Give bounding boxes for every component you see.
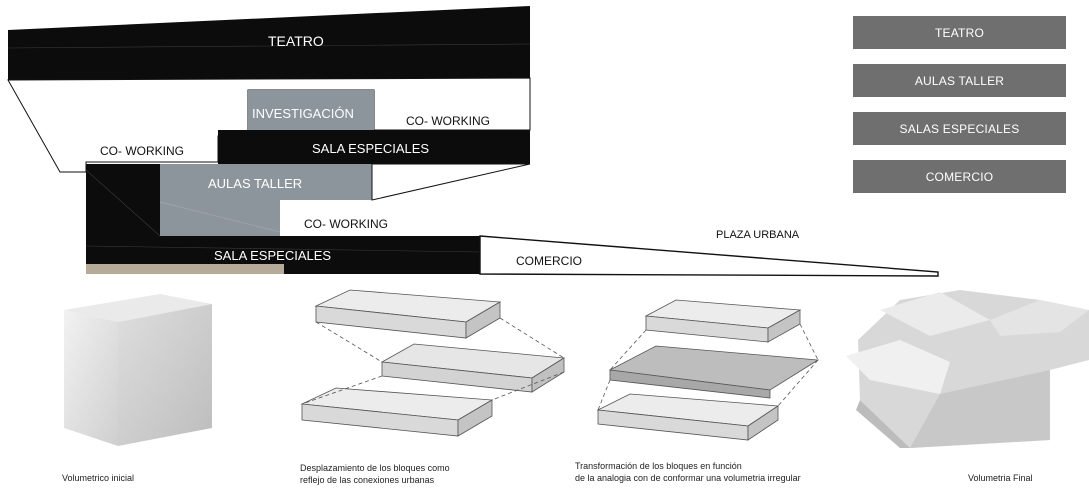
caption-step2-line1: Desplazamiento de los bloques como	[300, 463, 450, 473]
caption-step4: Volumetria Final	[968, 473, 1033, 483]
plaza-urbana-wedge	[479, 235, 939, 277]
label-coworking-right: CO- WORKING	[406, 114, 490, 128]
label-coworking-left: CO- WORKING	[100, 144, 184, 158]
label-coworking-mid: CO- WORKING	[304, 217, 388, 231]
volumetry-final	[846, 290, 1089, 448]
legend-item-comercio: COMERCIO	[853, 160, 1066, 193]
legend-item-aulas-taller: AULAS TALLER	[853, 64, 1066, 97]
caption-step3-line2: de la analogia con de conformar una volu…	[575, 473, 801, 483]
building-section: TEATRO INVESTIGACIÓN CO- WORKING CO- WOR…	[7, 6, 939, 277]
label-aulas-taller: AULAS TALLER	[208, 176, 302, 191]
left-black-block	[86, 164, 160, 236]
label-comercio: COMERCIO	[516, 254, 582, 268]
caption-step3-line1: Transformación de los bloques en función	[575, 461, 742, 471]
label-teatro: TEATRO	[268, 33, 324, 49]
sala-especiales-bottom-block	[86, 236, 480, 264]
blocks-displaced	[300, 289, 566, 437]
label-plaza-urbana: PLAZA URBANA	[716, 229, 800, 241]
aulas-taller-lower-block	[160, 200, 280, 236]
legend-item-salas-especiales: SALAS ESPECIALES	[853, 112, 1066, 145]
caption-step2: Desplazamiento de los bloques como refle…	[300, 462, 450, 486]
caption-step1: Volumetrico inicial	[62, 473, 135, 483]
cube-initial	[64, 294, 212, 446]
label-investigacion: INVESTIGACIÓN	[252, 106, 354, 121]
investigacion-block	[248, 90, 374, 130]
label-sala-especiales-bottom: SALA ESPECIALES	[214, 248, 331, 263]
caption-step3: Transformación de los bloques en función…	[575, 460, 801, 484]
program-legend: TEATRO AULAS TALLER SALAS ESPECIALES COM…	[853, 16, 1066, 208]
caption-step2-line2: reflejo de las conexiones urbanas	[300, 475, 435, 485]
aulas-taller-block	[160, 164, 372, 200]
blocks-transformed	[596, 299, 820, 441]
label-sala-especiales-top: SALA ESPECIALES	[312, 141, 429, 156]
legend-item-teatro: TEATRO	[853, 16, 1066, 49]
teatro-block	[8, 6, 530, 80]
comercio-base	[86, 264, 284, 274]
sala-especiales-top-block	[218, 130, 530, 164]
